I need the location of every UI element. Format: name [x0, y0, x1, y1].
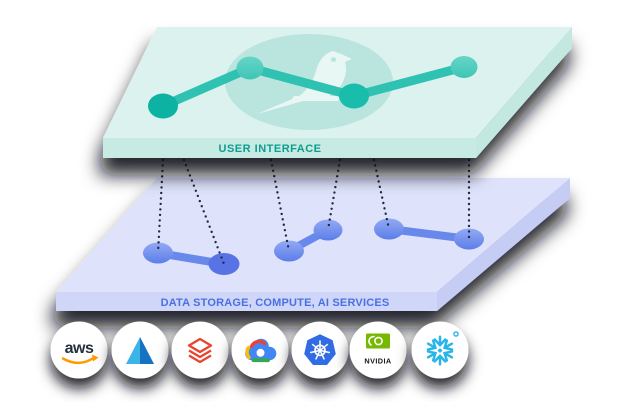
svg-text:aws: aws	[65, 340, 94, 357]
provider-badge-azure	[111, 321, 169, 379]
provider-badge-snowflake	[411, 321, 469, 379]
snowflake-logo-icon	[426, 331, 459, 366]
azure-logo-icon	[126, 337, 154, 364]
line-chart-icon	[148, 56, 478, 119]
databricks-logo-icon	[187, 337, 213, 364]
linked-nodes-icon	[143, 218, 484, 275]
aws-logo-icon: aws	[61, 340, 99, 365]
data-services-label: DATA STORAGE, COMPUTE, AI SERVICES	[161, 297, 390, 309]
kubernetes-logo-icon	[304, 334, 336, 365]
data-services-slab: DATA STORAGE, COMPUTE, AI SERVICES	[56, 178, 570, 311]
provider-badge-aws: aws	[50, 321, 108, 379]
google-cloud-logo-icon	[245, 338, 277, 363]
provider-badge-nvidia: NVIDIA	[349, 321, 407, 379]
layer-connectors	[156, 158, 471, 266]
nvidia-logo-icon: NVIDIA	[364, 333, 391, 366]
provider-badge-kubernetes	[291, 321, 349, 379]
provider-badge-databricks	[171, 321, 229, 379]
svg-text:NVIDIA: NVIDIA	[364, 357, 391, 366]
user-interface-slab: USER INTERFACE	[103, 27, 572, 158]
provider-badge-google-cloud	[231, 321, 289, 379]
user-interface-label: USER INTERFACE	[219, 143, 322, 155]
